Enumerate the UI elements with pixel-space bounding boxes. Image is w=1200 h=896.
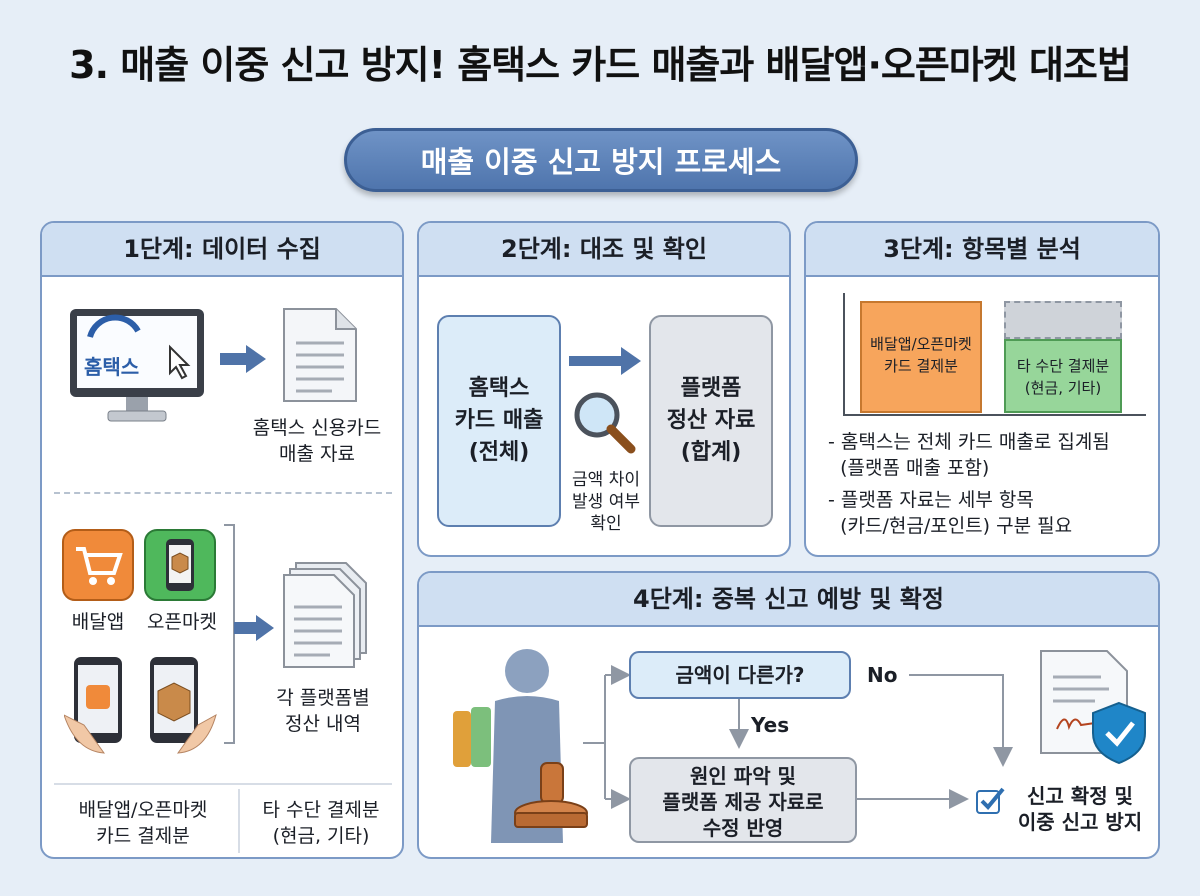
bar-gray-top: [1004, 301, 1122, 339]
openmarket-label: 오픈마켓: [147, 611, 217, 633]
footer-divider: [54, 783, 392, 785]
divider: [54, 492, 392, 494]
shopping-cart-icon: [62, 529, 134, 601]
note-1: - 홈택스는 전체 카드 매출로 집계됨 (플랫폼 매출 포함): [828, 431, 1110, 479]
arrow-right-icon: [220, 345, 266, 373]
note-2: - 플랫폼 자료는 세부 항목 (카드/현금/포인트) 구분 필요: [828, 489, 1073, 537]
hometax-doc-label: 홈택스 신용카드 매출 자료: [252, 417, 382, 465]
footer-right-label: 타 수단 결제분 (현금, 기타): [262, 799, 380, 847]
step4-panel: 4단계: 중복 신고 예방 및 확정 금액이 다른가? No Yes 원인 파악…: [417, 571, 1160, 859]
delivery-app-label: 배달앱: [71, 611, 125, 633]
platform-settlement-box: 플랫폼 정산 자료 (합계): [649, 315, 773, 527]
flow-lines: [583, 665, 1013, 809]
bar-left: 배달앱/오픈마켓 카드 결제분: [860, 301, 982, 413]
step1-panel: 1단계: 데이터 수집 홈택스 홈택스 신용카드 매출 자료 배달앱 오픈마켓: [40, 221, 404, 859]
documents-stack-icon: [283, 562, 367, 668]
phone-package-icon: [150, 657, 217, 754]
bar-right: 타 수단 결제분 (현금, 기타): [1004, 339, 1122, 413]
check-note: 금액 차이 발생 여부 확인: [572, 470, 640, 534]
action-box: 원인 파악 및 플랫폼 제공 자료로 수정 반영: [629, 757, 857, 843]
phone-cart-icon: [64, 657, 122, 754]
process-label: 매출 이중 신고 방지 프로세스: [344, 128, 858, 192]
footer-vline: [238, 789, 240, 853]
step4-header: 4단계: 중복 신고 예방 및 확정: [419, 573, 1158, 627]
monitor-icon: [70, 309, 204, 422]
checkbox-icon: [976, 787, 1005, 814]
step2-header: 2단계: 대조 및 확인: [419, 223, 789, 277]
hometax-logo-text: 홈택스: [84, 355, 140, 379]
footer-left-label: 배달앱/오픈마켓 카드 결제분: [78, 799, 208, 847]
question-box: 금액이 다른가?: [629, 651, 851, 699]
step3-header: 3단계: 항목별 분석: [806, 223, 1158, 277]
hometax-card-sales-box: 홈택스 카드 매출 (전체): [437, 315, 561, 527]
certificate-shield-icon: [1040, 650, 1146, 765]
person-stamp-icon: [453, 649, 588, 843]
step2-panel: 2단계: 대조 및 확인 홈택스 카드 매출 (전체) 플랫폼 정산 자료 (합…: [417, 221, 791, 557]
result-label: 신고 확정 및 이중 신고 방지: [1017, 784, 1143, 834]
phone-box-icon: [144, 529, 216, 601]
bar-chart-axes: [843, 293, 1146, 416]
no-label: No: [867, 663, 898, 687]
arrow-right-icon: [569, 347, 641, 375]
document-icon: [283, 308, 357, 402]
step3-panel: 3단계: 항목별 분석 배달앱/오픈마켓 카드 결제분 타 수단 결제분 (현금…: [804, 221, 1160, 557]
magnifier-icon: [574, 392, 636, 454]
page-title: 3. 매출 이중 신고 방지! 홈택스 카드 매출과 배달앱·오픈마켓 대조법: [69, 43, 1132, 87]
yes-label: Yes: [751, 713, 790, 737]
platform-doc-label: 각 플랫폼별 정산 내역: [276, 687, 370, 735]
arrow-right-icon: [234, 615, 274, 641]
step1-header: 1단계: 데이터 수집: [42, 223, 402, 277]
